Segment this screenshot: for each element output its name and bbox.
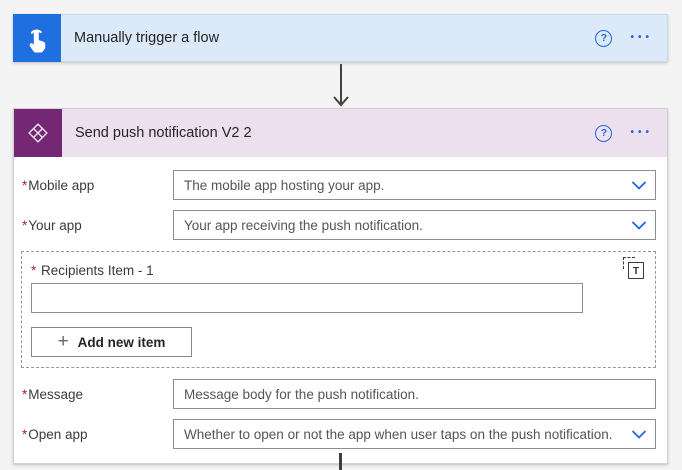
required-marker: * [22,426,28,442]
recipients-item-input[interactable] [31,283,583,313]
mobile-app-dropdown[interactable] [173,170,656,200]
help-icon[interactable]: ? [595,29,613,47]
chevron-down-icon[interactable] [631,430,647,440]
required-marker: * [22,217,28,233]
field-row-open-app: *Open app [21,419,656,449]
message-input[interactable] [173,379,656,409]
recipients-array-section: * Recipients Item - 1 + Add new item T [21,251,656,368]
your-app-label: *Your app [22,217,82,233]
chevron-down-icon[interactable] [631,221,647,231]
menu-ellipsis-icon[interactable]: ••• [630,32,653,43]
open-app-label: *Open app [22,426,88,442]
recipients-item-label: * Recipients Item - 1 [31,263,154,278]
mobile-app-label: *Mobile app [22,177,95,193]
help-icon[interactable]: ? [595,124,613,142]
required-marker: * [22,386,28,402]
open-app-dropdown[interactable] [173,419,656,449]
add-new-item-button[interactable]: + Add new item [31,327,192,357]
required-marker: * [31,263,37,278]
message-label: *Message [22,386,84,402]
chevron-down-icon[interactable] [631,181,647,191]
field-row-mobile-app: *Mobile app [21,170,656,200]
action-card-title: Send push notification V2 2 [75,125,252,141]
trigger-card-header[interactable]: Manually trigger a flow ? ••• [13,14,667,62]
action-card: Send push notification V2 2 ? ••• *Mobil… [13,108,668,464]
trigger-card: Manually trigger a flow ? ••• [13,14,668,62]
required-marker: * [22,177,28,193]
action-card-header[interactable]: Send push notification V2 2 ? ••• [14,109,667,157]
menu-ellipsis-icon[interactable]: ••• [630,127,653,138]
field-row-message: *Message [21,379,656,409]
action-card-body: *Mobile app *Your app [14,157,667,463]
powerapps-notification-icon [14,109,62,157]
next-step-connector-line [339,453,342,470]
plus-icon: + [57,330,69,352]
field-row-your-app: *Your app [21,210,656,240]
trigger-card-title: Manually trigger a flow [74,30,220,46]
your-app-dropdown[interactable] [173,210,656,240]
switch-to-input-entire-array-icon[interactable]: T [623,257,644,279]
arrow-down-connector [333,64,349,107]
manual-trigger-touch-icon [13,14,61,62]
